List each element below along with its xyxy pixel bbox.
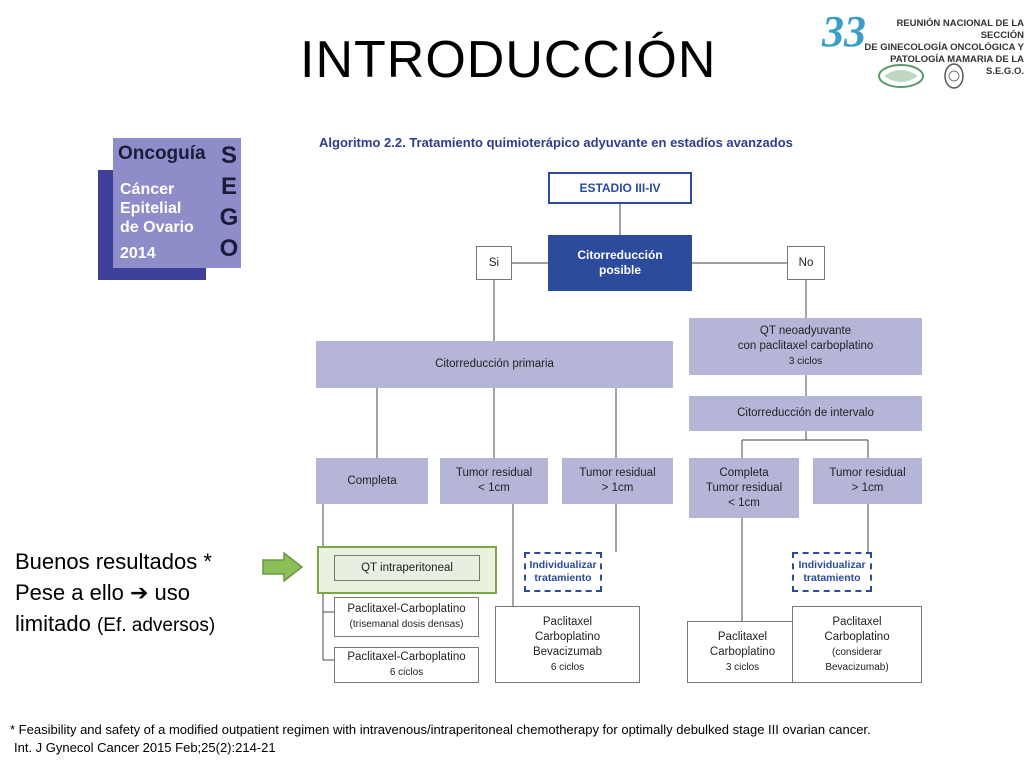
footnote-citation: Int. J Gynecol Cancer 2015 Feb;25(2):214… xyxy=(14,740,276,755)
node-citorreduccion-intervalo: Citorreducción de intervalo xyxy=(689,396,922,431)
node-tumor-residual-mayor-2: Tumor residual > 1cm xyxy=(813,458,922,504)
node-individualizar-1: Individualizar tratamiento xyxy=(524,552,602,592)
node-citorreduccion-posible: Citorreducción posible xyxy=(548,235,692,291)
sego-letter: O xyxy=(219,235,239,262)
meeting-line: REUNIÓN NACIONAL DE LA SECCIÓN xyxy=(896,18,1024,41)
footnote: * Feasibility and safety of a modified o… xyxy=(10,721,871,757)
node-paclitaxel-densas: Paclitaxel-Carboplatino (trisemanal dosi… xyxy=(334,597,479,637)
meeting-line: DE GINECOLOGÍA ONCOLÓGICA Y xyxy=(864,42,1024,53)
meeting-name: REUNIÓN NACIONAL DE LA SECCIÓN DE GINECO… xyxy=(862,18,1024,78)
meeting-logo-number: 33 xyxy=(822,7,866,56)
university-seal-icon xyxy=(944,63,964,89)
sego-letters: S E G O xyxy=(217,140,241,264)
society-emblem-icon xyxy=(878,64,924,88)
node-tumor-residual-mayor: Tumor residual > 1cm xyxy=(562,458,673,504)
side-note-line: limitado (Ef. adversos) xyxy=(15,611,216,636)
guide-title: Cáncer Epitelial de Ovario xyxy=(120,180,194,237)
side-note-line: Buenos resultados * xyxy=(15,549,212,574)
node-qt-neoadyuvante: QT neoadyuvante con paclitaxel carboplat… xyxy=(689,318,922,375)
guide-year: 2014 xyxy=(120,245,156,262)
node-paclitaxel-6: Paclitaxel-Carboplatino 6 ciclos xyxy=(334,647,479,683)
guide-title-line: Epitelial xyxy=(120,200,182,217)
node-individualizar-2: Individualizar tratamiento xyxy=(792,552,872,592)
guide-brand: Oncoguía xyxy=(118,143,206,164)
footnote-line: * Feasibility and safety of a modified o… xyxy=(10,722,871,737)
sego-letter: E xyxy=(220,173,237,200)
page-title: INTRODUCCIÓN xyxy=(300,31,717,89)
guide-title-line: Cáncer xyxy=(120,181,175,198)
right-arrow-icon: ➔ xyxy=(129,580,149,605)
node-citorreduccion-primaria: Citorreducción primaria xyxy=(316,341,673,388)
meeting-line: PATOLOGÍA MAMARIA DE LA S.E.G.O. xyxy=(890,54,1024,77)
green-arrow-icon xyxy=(262,552,304,582)
node-estadio: ESTADIO III-IV xyxy=(548,172,692,204)
node-pc-bev: Paclitaxel Carboplatino (considerar Beva… xyxy=(792,606,922,683)
guide-title-line: de Ovario xyxy=(120,219,194,236)
node-completa-tumor-residual: Completa Tumor residual < 1cm xyxy=(689,458,799,518)
node-pcb-6: Paclitaxel Carboplatino Bevacizumab 6 ci… xyxy=(495,606,640,683)
sego-letter: G xyxy=(219,204,239,231)
node-completa: Completa xyxy=(316,458,428,504)
node-pc-3: Paclitaxel Carboplatino 3 ciclos xyxy=(687,621,798,683)
side-note-line: Pese a ello ➔ uso xyxy=(15,580,191,605)
node-si: Si xyxy=(476,246,512,280)
node-qt-intraperitoneal: QT intraperitoneal xyxy=(334,555,480,581)
node-tumor-residual-menor: Tumor residual < 1cm xyxy=(440,458,548,504)
sego-letter: S xyxy=(220,142,237,169)
side-note: Buenos resultados * Pese a ello ➔ uso li… xyxy=(15,546,215,641)
node-no: No xyxy=(787,246,825,280)
guide-cover xyxy=(113,138,241,268)
algorithm-title: Algoritmo 2.2. Tratamiento quimioterápic… xyxy=(319,135,793,150)
